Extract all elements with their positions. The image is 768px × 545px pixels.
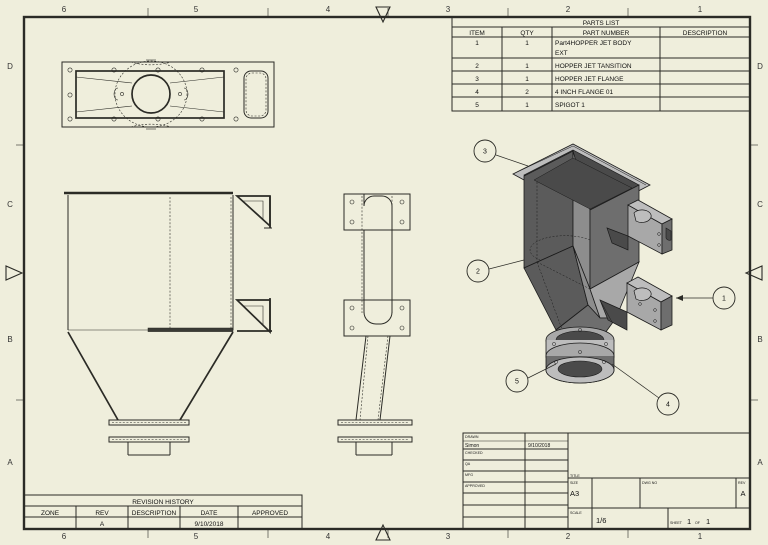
rev-col-rev: REV <box>95 510 109 517</box>
parts-list-title: PARTS LIST <box>583 20 620 27</box>
zone-label-right-b: B <box>757 335 762 344</box>
balloon-5[interactable]: 5 <box>505 363 557 393</box>
balloon-1-number: 1 <box>722 295 726 302</box>
parts-row-1-partnumber-line1: Part4HOPPER JET BODY <box>555 40 632 47</box>
top-plan-view <box>61 59 275 130</box>
parts-row-2-qty: 1 <box>525 63 529 70</box>
balloon-4[interactable]: 4 <box>611 363 680 416</box>
balloon-2[interactable]: 2 <box>466 259 525 283</box>
parts-row-3-partnumber: HOPPER JET FLANGE <box>555 76 624 83</box>
title-block-sheet-label: SHEET <box>670 521 683 525</box>
zone-label-left-b: B <box>7 335 12 344</box>
parts-list-table: PARTS LIST ITEM QTY PART NUMBER DESCRIPT… <box>451 16 751 112</box>
parts-row-4-qty: 2 <box>525 89 529 96</box>
title-block-dwgno-label: DWG NO <box>642 481 657 485</box>
parts-row-1-qty: 1 <box>525 40 529 47</box>
title-block-size-value: A3 <box>570 489 579 498</box>
center-mark-left-icon <box>5 265 24 281</box>
zone-label-right-c: C <box>757 200 763 209</box>
title-block-row-1-label: CHECKED <box>465 451 483 455</box>
zone-label-bottom-3: 3 <box>446 532 451 541</box>
parts-row-4-item: 4 <box>475 89 479 96</box>
zone-label-top-1: 1 <box>698 5 703 14</box>
front-bracket-lower <box>234 298 272 335</box>
rev-row-1-rev: A <box>100 521 105 528</box>
parts-row-5-partnumber: SPIGOT 1 <box>555 102 585 109</box>
title-block-rev-value: A <box>740 489 745 498</box>
zone-label-top-4: 4 <box>326 5 331 14</box>
zone-label-bottom-1: 1 <box>698 532 703 541</box>
parts-row-3-item: 3 <box>475 76 479 83</box>
iso-bracket-upper <box>606 199 673 255</box>
title-block-drawn-date: 9/10/2018 <box>528 443 550 449</box>
zone-label-right-d: D <box>757 62 763 71</box>
zone-label-bottom-4: 4 <box>326 532 331 541</box>
front-bracket-upper <box>234 195 272 229</box>
parts-list-col-item: ITEM <box>469 30 485 37</box>
parts-list-col-qty: QTY <box>520 30 534 37</box>
balloon-4-number: 4 <box>666 401 670 408</box>
title-block-row-4-label: APPROVED <box>465 484 485 488</box>
parts-row-2-partnumber: HOPPER JET TANSITION <box>555 63 632 70</box>
title-block-scale-label: SCALE <box>570 511 582 515</box>
iso-spigot-flange-stack <box>545 326 615 384</box>
iso-bracket-lower <box>599 276 673 331</box>
title-block: DRAWN Simon 9/10/2018 CHECKED QA MFG APP… <box>462 432 751 530</box>
rev-col-description: DESCRIPTION <box>132 510 177 517</box>
zone-ticks-bottom <box>147 529 629 538</box>
center-mark-top-icon <box>375 6 391 24</box>
zone-label-bottom-5: 5 <box>194 532 199 541</box>
zone-ticks-right <box>750 144 758 401</box>
rev-col-approved: APPROVED <box>252 510 288 517</box>
isometric-assembly-view <box>512 143 673 384</box>
sheet-border <box>22 15 752 531</box>
zone-label-top-2: 2 <box>566 5 571 14</box>
rev-col-date: DATE <box>201 510 219 517</box>
parts-row-5-qty: 1 <box>525 102 529 109</box>
parts-list-col-description: DESCRIPTION <box>683 30 728 37</box>
zone-label-left-a: A <box>7 458 13 467</box>
zone-label-top-6: 6 <box>62 5 67 14</box>
zone-label-right-a: A <box>757 458 763 467</box>
title-block-row-2-label: QA <box>465 462 471 466</box>
parts-row-2-item: 2 <box>475 63 479 70</box>
balloon-3-number: 3 <box>483 148 487 155</box>
balloon-2-number: 2 <box>476 268 480 275</box>
parts-row-1-item: 1 <box>475 40 479 47</box>
front-elevation-view <box>64 191 272 456</box>
title-block-rev-label: REV <box>738 481 746 485</box>
zone-label-left-d: D <box>7 62 13 71</box>
title-block-sheet-number: 1 <box>687 517 691 526</box>
title-block-sheet-total: 1 <box>706 517 710 526</box>
title-block-row-0-label: DRAWN <box>465 435 479 439</box>
title-block-title-label: TITLE <box>570 474 580 478</box>
zone-label-top-3: 3 <box>446 5 451 14</box>
zone-ticks-left <box>16 144 24 401</box>
center-mark-right-icon <box>744 265 763 281</box>
balloon-1[interactable]: 1 <box>676 286 736 310</box>
zone-label-bottom-6: 6 <box>62 532 67 541</box>
revision-history-table: REVISION HISTORY ZONE REV DESCRIPTION DA… <box>23 494 303 530</box>
title-block-sheet-of: OF <box>695 521 701 525</box>
parts-row-3-qty: 1 <box>525 76 529 83</box>
rev-row-1-date: 9/10/2018 <box>195 521 224 528</box>
revision-history-title: REVISION HISTORY <box>132 499 194 506</box>
center-mark-bottom-icon <box>375 523 391 541</box>
title-block-drawn-name: Simon <box>465 443 479 449</box>
title-block-size-label: SIZE <box>570 481 579 485</box>
parts-row-1-partnumber-line2: EXT <box>555 50 568 57</box>
parts-row-5-item: 5 <box>475 102 479 109</box>
zone-label-left-c: C <box>7 200 13 209</box>
zone-label-bottom-2: 2 <box>566 532 571 541</box>
parts-row-4-partnumber: 4 INCH FLANGE 01 <box>555 89 614 96</box>
balloon-3[interactable]: 3 <box>473 139 529 167</box>
parts-list-col-partnumber: PART NUMBER <box>583 30 630 37</box>
title-block-scale-value: 1/6 <box>596 516 606 525</box>
title-block-row-3-label: MFG <box>465 473 473 477</box>
side-elevation-view <box>337 193 413 456</box>
rev-col-zone: ZONE <box>41 510 60 517</box>
balloon-5-number: 5 <box>515 378 519 385</box>
zone-label-top-5: 5 <box>194 5 199 14</box>
